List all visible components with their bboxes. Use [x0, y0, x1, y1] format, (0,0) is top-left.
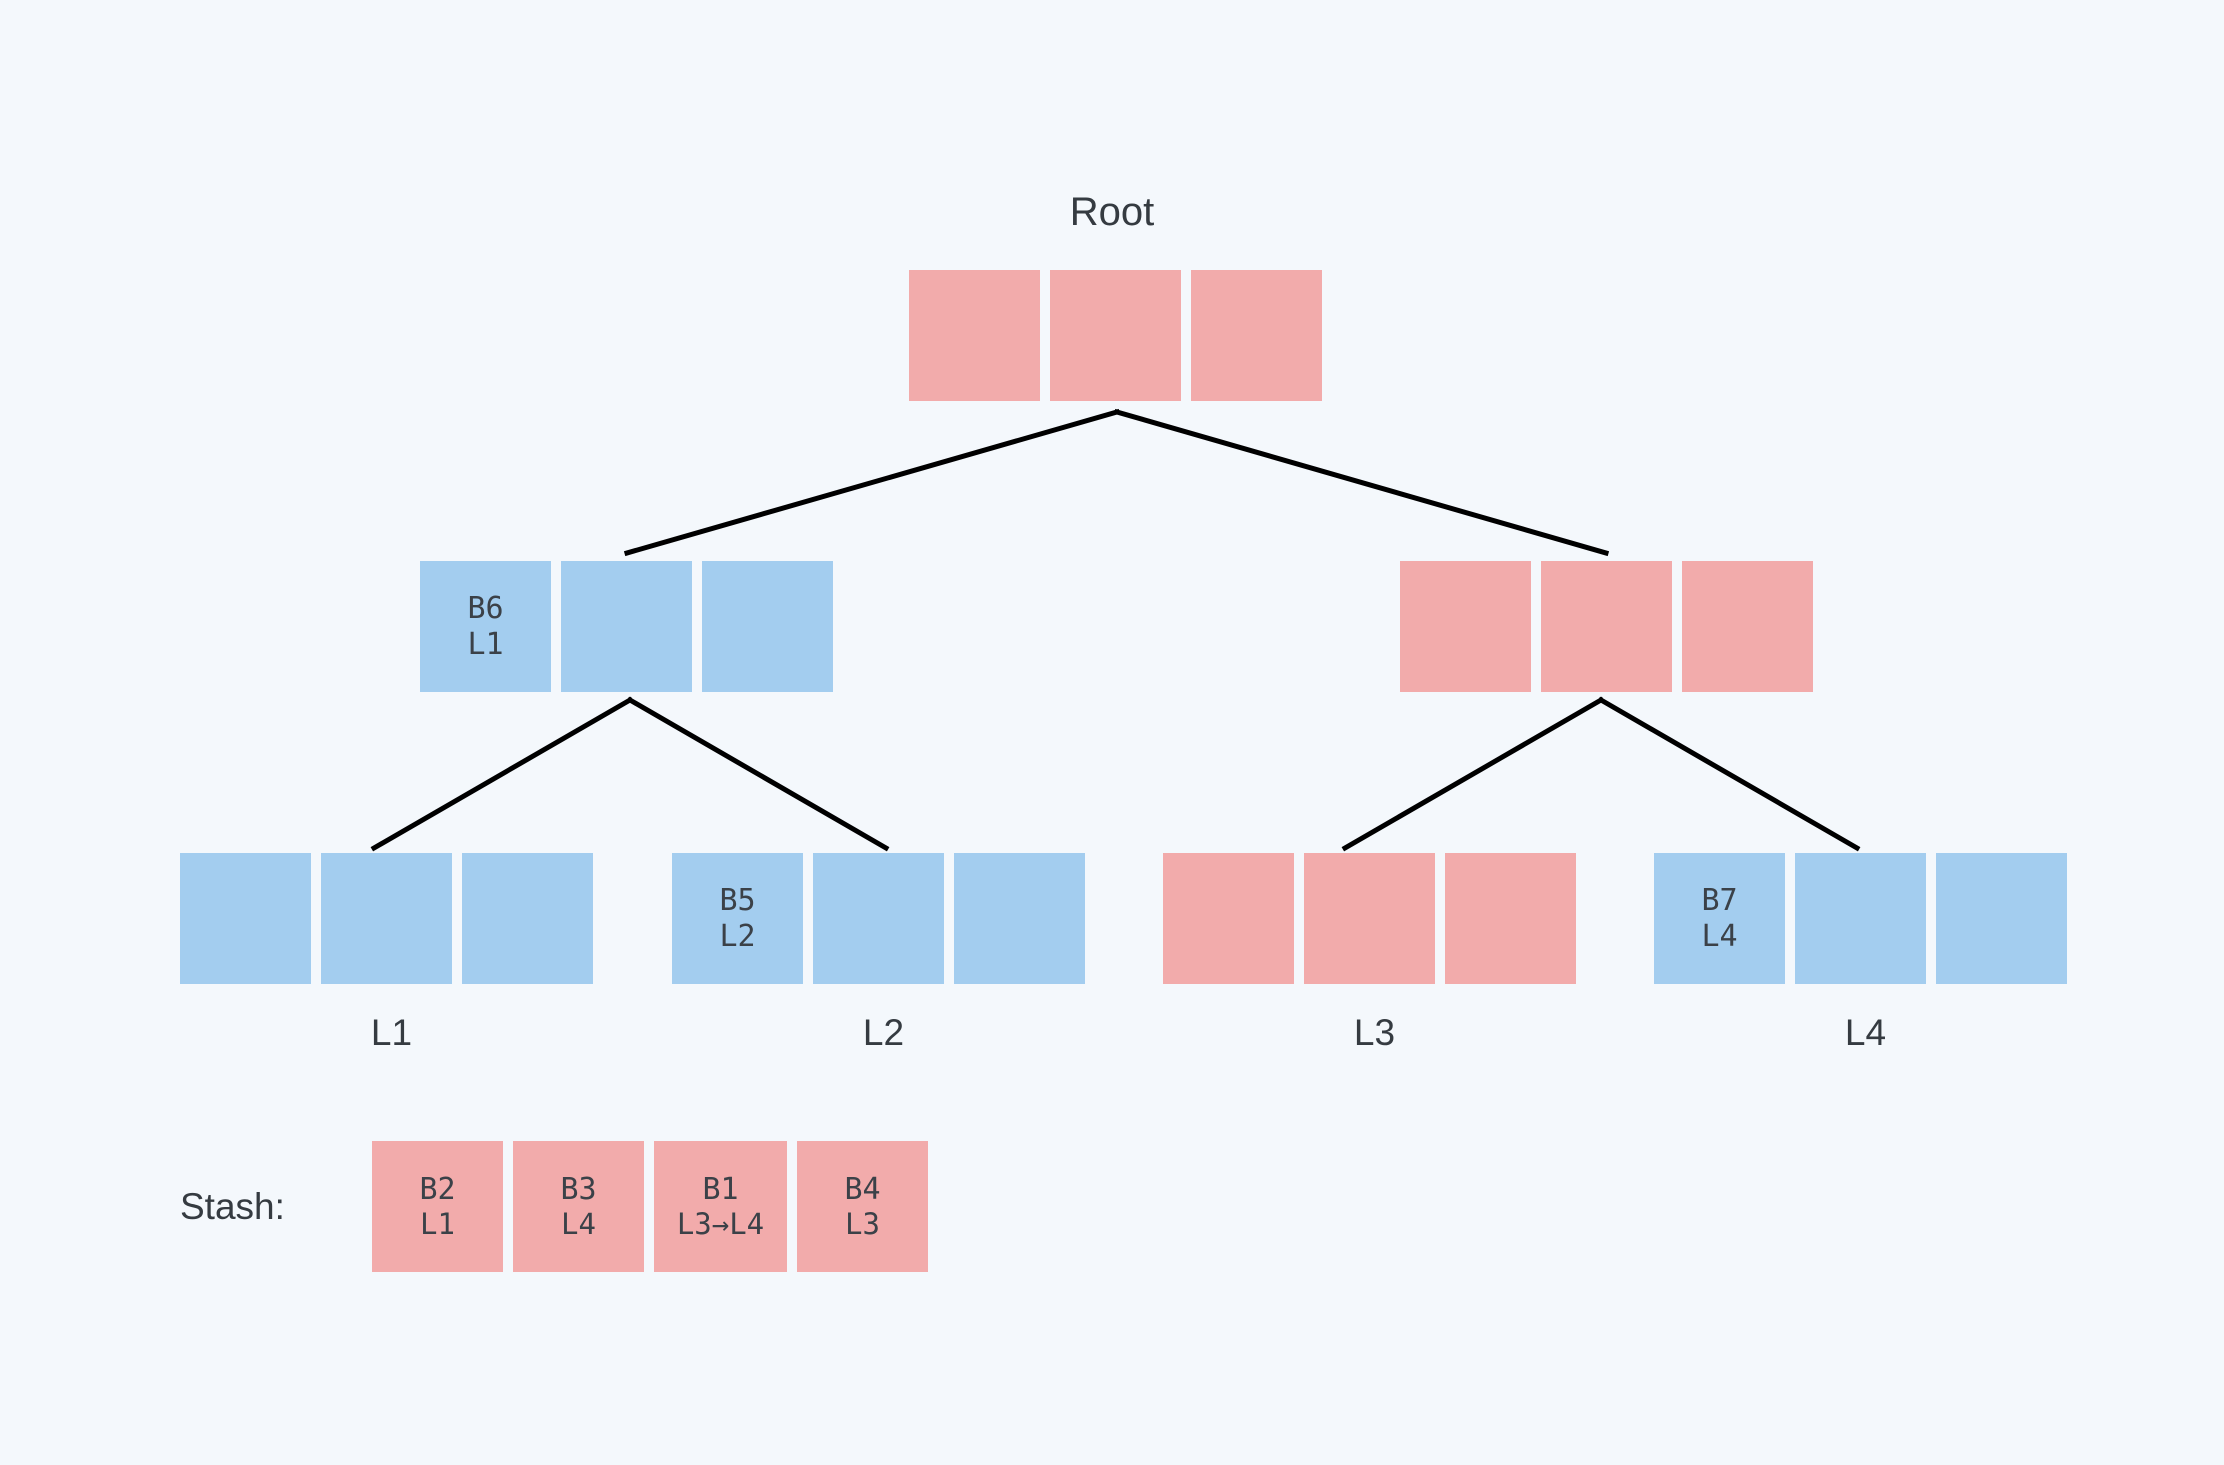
root-cell-3[interactable] [1191, 270, 1322, 401]
root-node[interactable] [909, 270, 1322, 401]
edge-root-to-left-internal [623, 408, 1121, 557]
stash-cell-1[interactable]: B2 L1 [372, 1141, 503, 1272]
stash-cell-1-top: B2 [419, 1171, 456, 1207]
stash-cell-4-bottom: L3 [845, 1207, 880, 1242]
l2-cell-1[interactable]: B5 L2 [672, 853, 803, 984]
l3-cell-1[interactable] [1163, 853, 1294, 984]
edge-left-internal-to-l2 [626, 696, 890, 852]
l3-cell-2[interactable] [1304, 853, 1435, 984]
right-internal-cell-1[interactable] [1400, 561, 1531, 692]
stash-cell-2-top: B3 [560, 1171, 597, 1207]
left-internal-cell-2[interactable] [561, 561, 692, 692]
l2-cell-1-top: B5 [719, 883, 756, 919]
l4-cell-1-top: B7 [1701, 883, 1738, 919]
stash-label: Stash: [180, 1185, 285, 1227]
l1-cell-1[interactable] [180, 853, 311, 984]
left-internal-node[interactable]: B6 L1 [420, 561, 833, 692]
leaf-label-l2: L2 [862, 1012, 905, 1053]
l1-cell-2[interactable] [321, 853, 452, 984]
l3-cell-3[interactable] [1445, 853, 1576, 984]
leaf-node-l2[interactable]: B5 L2 [672, 853, 1085, 984]
root-cell-2[interactable] [1050, 270, 1181, 401]
l4-cell-2[interactable] [1795, 853, 1926, 984]
leaf-label-l4: L4 [1844, 1012, 1887, 1053]
l1-cell-3[interactable] [462, 853, 593, 984]
leaf-node-l3[interactable] [1163, 853, 1576, 984]
left-internal-cell-1-top: B6 [467, 591, 504, 627]
stash-cell-2-bottom: L4 [561, 1207, 596, 1242]
stash-cell-2[interactable]: B3 L4 [513, 1141, 644, 1272]
stash-cell-4-top: B4 [844, 1171, 881, 1207]
edge-left-internal-to-l1 [370, 696, 634, 852]
stash-row: Stash: B2 L1 B3 L4 B1 L3→L4 B4 L3 [180, 1141, 928, 1272]
root-cell-1[interactable] [909, 270, 1040, 401]
l4-cell-1[interactable]: B7 L4 [1654, 853, 1785, 984]
l4-cell-1-bottom: L4 [1701, 918, 1738, 954]
edge-right-internal-to-l3 [1341, 696, 1605, 852]
right-internal-cell-3[interactable] [1682, 561, 1813, 692]
stash-cell-3-bottom: L3→L4 [676, 1207, 765, 1242]
l4-cell-3[interactable] [1936, 853, 2067, 984]
stash-cell-1-bottom: L1 [420, 1207, 455, 1242]
edge-root-to-right-internal [1113, 408, 1610, 557]
l2-cell-3[interactable] [954, 853, 1085, 984]
leaf-node-l1[interactable] [180, 853, 593, 984]
stash-cell-4[interactable]: B4 L3 [797, 1141, 928, 1272]
left-internal-cell-1-bottom: L1 [467, 626, 504, 662]
leaf-label-l1: L1 [370, 1012, 413, 1053]
right-internal-cell-2[interactable] [1541, 561, 1672, 692]
right-internal-node[interactable] [1400, 561, 1813, 692]
edge-right-internal-to-l4 [1597, 696, 1861, 852]
leaf-node-l4[interactable]: B7 L4 [1654, 853, 2067, 984]
stash-cell-3[interactable]: B1 L3→L4 [654, 1141, 787, 1272]
l2-cell-2[interactable] [813, 853, 944, 984]
stash-cell-3-top: B1 [702, 1171, 739, 1207]
l2-cell-1-bottom: L2 [719, 918, 756, 954]
left-internal-cell-1[interactable]: B6 L1 [420, 561, 551, 692]
leaf-label-l3: L3 [1353, 1012, 1396, 1053]
stash-cells: B2 L1 B3 L4 B1 L3→L4 B4 L3 [372, 1141, 928, 1272]
left-internal-cell-3[interactable] [702, 561, 833, 692]
root-title: Root [1069, 190, 1155, 234]
